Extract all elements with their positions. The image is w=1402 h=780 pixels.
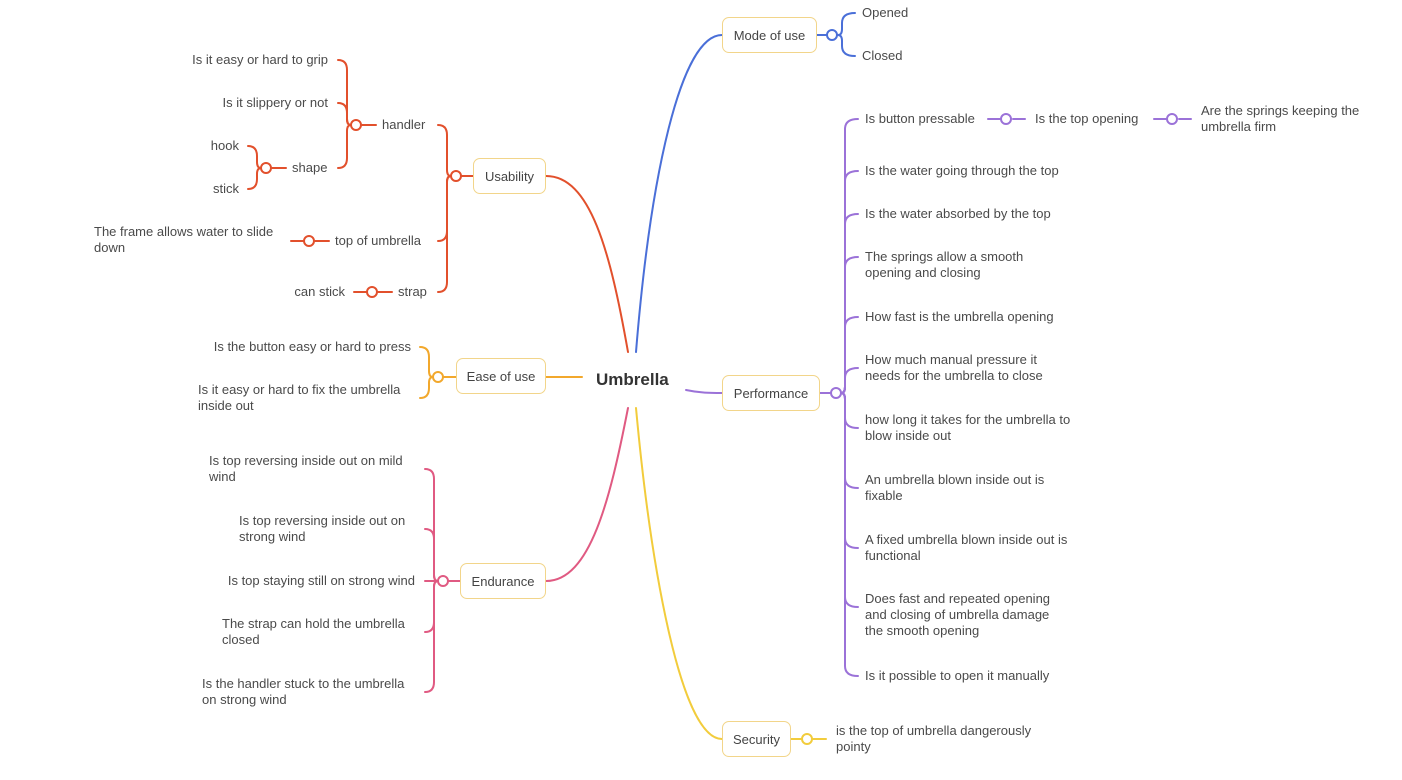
edge-handler-children [337, 124, 352, 169]
edge-usab-children [437, 124, 452, 177]
leaf-handler-stuck[interactable]: Is the handler stuck to the umbrella on … [202, 676, 405, 707]
leaf-easy-grip[interactable]: Is it easy or hard to grip [192, 52, 328, 67]
edge-mode-children [837, 34, 856, 57]
leaf-repeated-opening[interactable]: Does fast and repeated opening and closi… [865, 591, 1051, 638]
leaf-closed[interactable]: Closed [862, 48, 903, 63]
edge-perf-children [840, 392, 859, 677]
branch-ease-of-use[interactable]: Ease of use [456, 358, 546, 394]
edge-root-performance [685, 389, 723, 394]
mode-of-use-collapse-dot[interactable] [826, 29, 838, 41]
edge-ease-children [419, 376, 434, 399]
sub-strap[interactable]: strap [398, 284, 427, 299]
leaf-fixed-functional[interactable]: A fixed umbrella blown inside out is fun… [865, 532, 1068, 563]
endurance-collapse-dot[interactable] [437, 575, 449, 587]
edge-perf-children [840, 316, 859, 394]
branch-performance[interactable]: Performance [722, 375, 820, 411]
leaf-how-fast[interactable]: How fast is the umbrella opening [865, 309, 1054, 324]
performance-collapse-dot[interactable] [830, 387, 842, 399]
leaf-opened[interactable]: Opened [862, 5, 909, 20]
edge-perf-children [840, 170, 859, 394]
edge-end-children [424, 580, 439, 693]
edge-root-security [635, 407, 723, 740]
edge-handler-children [337, 59, 352, 126]
edge-usab-children [437, 175, 452, 242]
edge-perf-children [840, 367, 859, 394]
edge-shape-children [247, 145, 262, 169]
edge-shape-children [247, 167, 262, 190]
sub-shape[interactable]: shape [292, 160, 328, 175]
leaf-button-pressable[interactable]: Is button pressable [865, 111, 975, 126]
leaf-button-easy[interactable]: Is the button easy or hard to press [213, 339, 411, 354]
edge-perf-children [840, 392, 859, 429]
leaf-mild-wind[interactable]: Is top reversing inside out on mild wind [209, 453, 403, 484]
leaf-stick[interactable]: stick [213, 181, 239, 196]
edge-end-children [424, 528, 439, 582]
leaf-fixable[interactable]: An umbrella blown inside out is fixable [865, 472, 1045, 503]
sub-handler[interactable]: handler [382, 117, 426, 132]
leaf-manual-pressure[interactable]: How much manual pressure it needs for th… [865, 352, 1043, 383]
leaf-open-manually[interactable]: Is it possible to open it manually [865, 668, 1050, 683]
leaf-springs-smooth[interactable]: The springs allow a smooth opening and c… [865, 249, 1024, 280]
edge-root-mode [635, 34, 723, 353]
branch-endurance[interactable]: Endurance [460, 563, 546, 599]
edge-mode-children [837, 12, 856, 36]
edge-handler-children [337, 102, 352, 126]
leaf-hook[interactable]: hook [210, 138, 239, 153]
shape-collapse-dot[interactable] [260, 162, 272, 174]
leaf-slippery[interactable]: Is it slippery or not [222, 95, 329, 110]
edge-end-children [424, 468, 439, 582]
sub-top-of-umbrella[interactable]: top of umbrella [335, 233, 421, 248]
branch-usability[interactable]: Usability [473, 158, 546, 194]
ease-collapse-dot[interactable] [432, 371, 444, 383]
chain-dot-2[interactable] [1166, 113, 1178, 125]
edge-perf-children [840, 256, 859, 394]
top-of-umbrella-collapse-dot[interactable] [303, 235, 315, 247]
leaf-fix-inside-out[interactable]: Is it easy or hard to fix the umbrella i… [198, 382, 401, 413]
leaf-strap-hold[interactable]: The strap can hold the umbrella closed [222, 616, 405, 647]
leaf-dangerously-pointy[interactable]: is the top of umbrella dangerously point… [836, 723, 1032, 754]
leaf-top-opening[interactable]: Is the top opening [1035, 111, 1139, 126]
leaf-springs-firm[interactable]: Are the springs keeping the umbrella fir… [1201, 103, 1360, 134]
edge-perf-children [840, 392, 859, 549]
edge-perf-children [840, 213, 859, 394]
security-collapse-dot[interactable] [801, 733, 813, 745]
leaf-can-stick[interactable]: can stick [294, 284, 345, 299]
leaf-staying-still[interactable]: Is top staying still on strong wind [227, 573, 415, 588]
edge-root-usability [545, 175, 629, 353]
chain-dot-1[interactable] [1000, 113, 1012, 125]
usability-collapse-dot[interactable] [450, 170, 462, 182]
edge-usab-children [437, 175, 452, 293]
branch-mode-of-use[interactable]: Mode of use [722, 17, 817, 53]
branch-security[interactable]: Security [722, 721, 791, 757]
leaf-water-absorbed[interactable]: Is the water absorbed by the top [865, 206, 1051, 221]
edge-perf-children [840, 118, 859, 394]
leaf-water-through[interactable]: Is the water going through the top [865, 163, 1059, 178]
strap-collapse-dot[interactable] [366, 286, 378, 298]
handler-collapse-dot[interactable] [350, 119, 362, 131]
leaf-strong-wind[interactable]: Is top reversing inside out on strong wi… [239, 513, 406, 544]
edge-root-endurance [545, 407, 629, 582]
leaf-frame-water[interactable]: The frame allows water to slide down [94, 224, 274, 255]
edge-end-children [424, 580, 439, 633]
root-topic[interactable]: Umbrella [596, 370, 669, 389]
edge-perf-children [840, 392, 859, 489]
leaf-blow-inside-out[interactable]: how long it takes for the umbrella to bl… [865, 412, 1071, 443]
edge-ease-children [419, 346, 434, 378]
